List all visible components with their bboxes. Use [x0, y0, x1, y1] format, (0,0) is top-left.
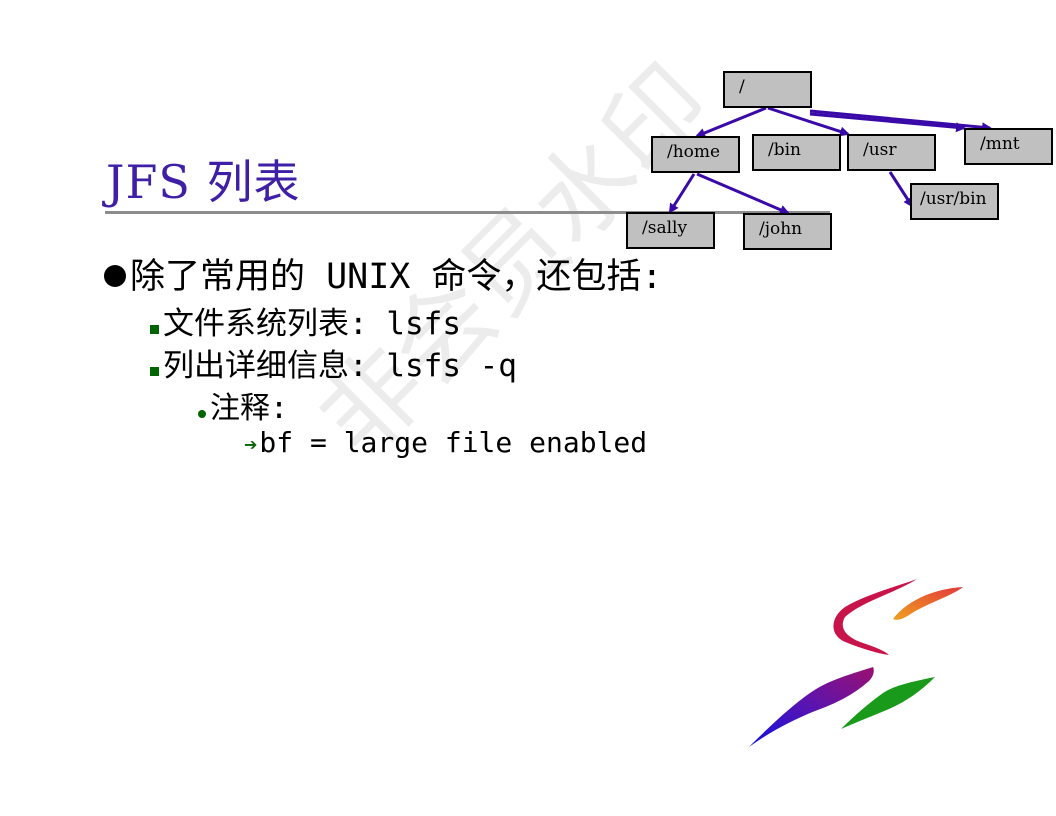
edge-home-sally — [668, 173, 696, 214]
square-bullet-icon — [150, 325, 159, 334]
s-logo-icon — [749, 579, 963, 747]
note-label-line: 注释: — [198, 383, 288, 427]
tree-node-john: /john — [743, 213, 832, 250]
round-bullet-icon — [104, 265, 126, 287]
arrow-bullet-icon: ➔ — [244, 435, 258, 454]
edge-usr-usrbin — [888, 171, 914, 208]
sub-item-lsfs: 文件系统列表: lsfs — [150, 298, 461, 343]
sub-item-text: 文件系统列表: lsfs — [163, 306, 461, 342]
edge-root-usr — [767, 106, 850, 137]
tree-node-usr-bin: /usr/bin — [910, 183, 999, 220]
sub-item-lsfs-q: 列出详细信息: lsfs -q — [150, 340, 517, 385]
tree-node-mnt: /mnt — [964, 128, 1053, 165]
tree-node-sally: /sally — [626, 212, 715, 249]
dot-bullet-icon — [198, 410, 206, 418]
bullet-main: 除了常用的 UNIX 命令，还包括: — [104, 248, 663, 299]
slide-title: JFS 列表 — [106, 155, 301, 209]
note-detail-line: ➔bf = large file enabled — [244, 426, 647, 459]
tree-node-root: / — [723, 71, 812, 108]
note-detail: bf = large file enabled — [259, 426, 648, 459]
edge-home-john — [696, 172, 790, 215]
sub-item-text: 列出详细信息: lsfs -q — [163, 348, 517, 384]
tree-node-home: /home — [651, 136, 740, 173]
tree-node-usr: /usr — [847, 134, 936, 171]
tree-node-bin: /bin — [752, 134, 841, 171]
note-label: 注释: — [210, 391, 289, 426]
bullet-main-text: 除了常用的 UNIX 命令，还包括: — [130, 257, 663, 297]
edge-root-mnt-upper — [809, 109, 992, 133]
square-bullet-icon — [150, 367, 159, 376]
edge-root-mnt — [809, 112, 966, 133]
edge-root-home — [695, 106, 767, 138]
title-divider — [105, 211, 830, 214]
